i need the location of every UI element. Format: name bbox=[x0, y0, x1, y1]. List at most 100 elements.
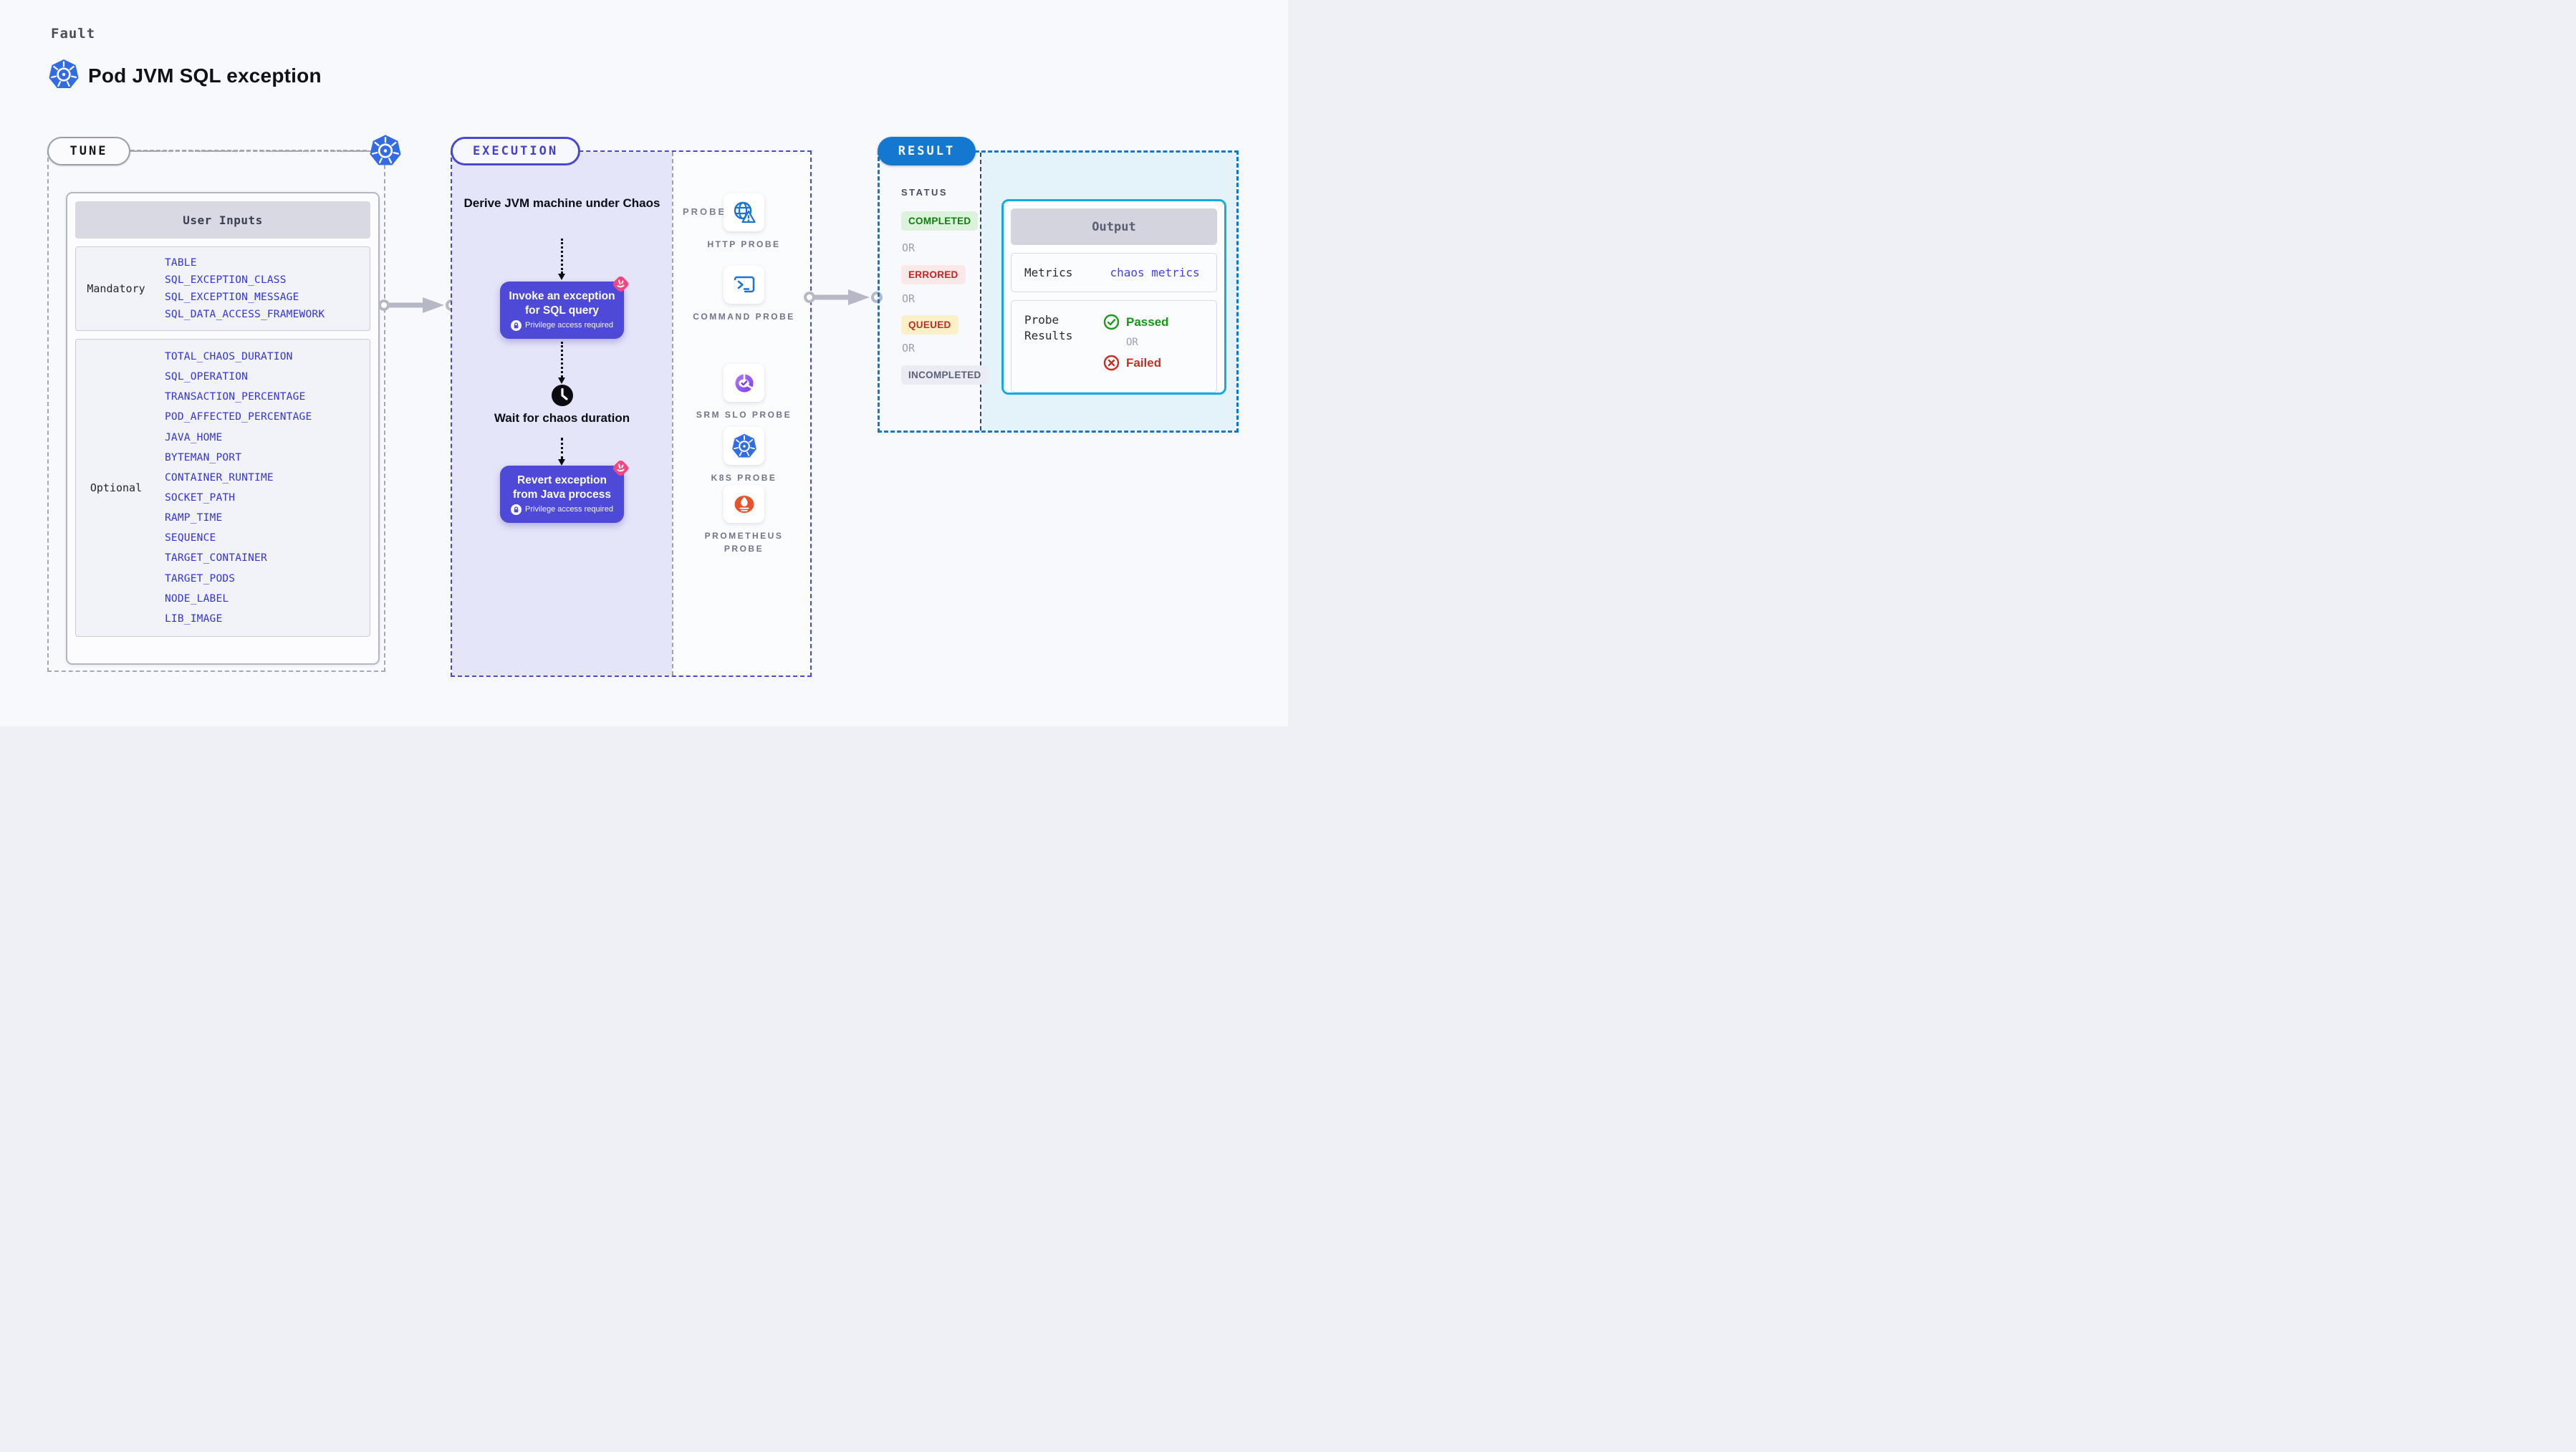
probe-tile bbox=[724, 266, 764, 304]
srm-slo-probe-icon bbox=[735, 373, 753, 392]
param-item: RAMP_TIME bbox=[165, 512, 223, 524]
optional-params-list: TOTAL_CHAOS_DURATION SQL_OPERATION TRANS… bbox=[156, 340, 370, 636]
probe-label: SRM SLO PROBE bbox=[696, 410, 792, 420]
clock-icon bbox=[552, 385, 573, 406]
status-title: STATUS bbox=[901, 187, 948, 198]
param-item: TABLE bbox=[165, 257, 197, 269]
probes-panel: PROBES HTTP PROBE bbox=[672, 152, 810, 675]
mandatory-label: Mandatory bbox=[87, 282, 145, 295]
probe-tile bbox=[724, 193, 764, 231]
param-item: TOTAL_CHAOS_DURATION bbox=[165, 351, 293, 363]
param-item: NODE_LABEL bbox=[165, 592, 229, 605]
param-item: SQL_OPERATION bbox=[165, 371, 249, 383]
passed-outcome: Passed bbox=[1103, 314, 1216, 330]
check-circle-icon bbox=[1103, 314, 1120, 330]
or-separator: OR bbox=[902, 342, 915, 355]
probe-http: HTTP PROBE bbox=[673, 193, 814, 251]
metrics-value: chaos metrics bbox=[1110, 266, 1200, 279]
execution-to-result-arrow bbox=[804, 289, 883, 305]
or-separator: OR bbox=[902, 241, 915, 254]
probe-k8s: K8S PROBE bbox=[673, 427, 814, 484]
revert-step-title: Revert exception from Java process bbox=[513, 474, 611, 501]
tune-connector-line bbox=[130, 150, 367, 152]
status-badge-queued: QUEUED bbox=[901, 315, 958, 335]
user-inputs-header: User Inputs bbox=[75, 201, 370, 239]
param-item: BYTEMAN_PORT bbox=[165, 451, 242, 463]
privilege-row: Privilege access required bbox=[511, 504, 613, 515]
execution-section-box: Derive JVM machine under Chaos Invoke an… bbox=[451, 150, 812, 677]
param-item: TARGET_CONTAINER bbox=[165, 552, 267, 564]
privilege-row: Privilege access required bbox=[511, 319, 613, 331]
param-item: SQL_EXCEPTION_MESSAGE bbox=[165, 292, 299, 303]
passed-label: Passed bbox=[1126, 314, 1169, 329]
probe-label: PROMETHEUS PROBE bbox=[704, 531, 784, 554]
revert-exception-step: Revert exception from Java process Privi… bbox=[500, 460, 629, 523]
privilege-text: Privilege access required bbox=[525, 321, 613, 330]
metrics-label: Metrics bbox=[1024, 266, 1073, 279]
tune-section-pill: TUNE bbox=[47, 137, 130, 165]
status-badge-errored: ERRORED bbox=[901, 265, 966, 284]
param-item: SQL_DATA_ACCESS_FRAMEWORK bbox=[165, 309, 325, 320]
invoke-step-title: Invoke an exception for SQL query bbox=[509, 290, 615, 317]
flow-down-arrow bbox=[558, 342, 565, 384]
chaos-badge-icon bbox=[612, 460, 629, 476]
probe-results-label: Probe Results bbox=[1024, 313, 1073, 343]
k8s-probe-icon bbox=[731, 433, 756, 458]
output-card: Output Metrics chaos metrics Probe Resul… bbox=[1001, 199, 1226, 395]
user-inputs-card: User Inputs Mandatory TABLE SQL_EXCEPTIO… bbox=[66, 192, 380, 665]
optional-params-group: Optional TOTAL_CHAOS_DURATION SQL_OPERAT… bbox=[75, 339, 370, 637]
param-item: TARGET_PODS bbox=[165, 572, 236, 585]
probe-tile bbox=[724, 485, 764, 523]
privilege-text: Privilege access required bbox=[525, 505, 613, 514]
probes-title: PROBES bbox=[683, 206, 735, 217]
wait-step-text: Wait for chaos duration bbox=[494, 411, 630, 425]
probe-tile bbox=[724, 427, 764, 465]
or-separator: OR bbox=[1126, 337, 1138, 348]
invoke-exception-step: Invoke an exception for SQL query Privil… bbox=[500, 276, 629, 339]
mandatory-params-list: TABLE SQL_EXCEPTION_CLASS SQL_EXCEPTION_… bbox=[156, 247, 370, 330]
kubernetes-icon bbox=[370, 135, 401, 165]
probe-label: COMMAND PROBE bbox=[693, 312, 795, 322]
lock-icon bbox=[511, 319, 522, 331]
param-item: TRANSACTION_PERCENTAGE bbox=[165, 391, 306, 403]
kubernetes-icon bbox=[49, 59, 79, 89]
lock-icon bbox=[511, 504, 522, 515]
http-probe-icon bbox=[734, 201, 756, 223]
param-item: SOCKET_PATH bbox=[165, 492, 236, 504]
probe-label: K8S PROBE bbox=[711, 473, 777, 483]
flow-down-arrow bbox=[558, 438, 565, 466]
param-item: JAVA_HOME bbox=[165, 431, 223, 443]
result-section-pill: RESULT bbox=[878, 137, 976, 165]
status-badge-incompleted: INCOMPLETED bbox=[901, 365, 989, 385]
prometheus-probe-icon bbox=[734, 495, 754, 513]
mandatory-params-group: Mandatory TABLE SQL_EXCEPTION_CLASS SQL_… bbox=[75, 246, 370, 331]
chaos-badge-icon bbox=[612, 276, 629, 292]
x-circle-icon bbox=[1103, 355, 1120, 371]
metrics-row: Metrics chaos metrics bbox=[1011, 253, 1217, 292]
param-item: LIB_IMAGE bbox=[165, 612, 223, 625]
probe-label: HTTP PROBE bbox=[707, 239, 781, 249]
page-title: Pod JVM SQL exception bbox=[88, 64, 322, 87]
fault-diagram: Fault Pod JVM SQL exception TUNE User In… bbox=[0, 0, 1288, 726]
probe-results-row: Probe Results Passed OR bbox=[1011, 300, 1217, 393]
probe-command: COMMAND PROBE bbox=[673, 266, 814, 323]
probe-results-outcomes: Passed OR Failed bbox=[1103, 312, 1216, 392]
probe-srm-slo: SRM SLO PROBE bbox=[673, 364, 814, 421]
command-probe-icon bbox=[734, 276, 754, 292]
probe-prometheus: PROMETHEUS PROBE bbox=[673, 485, 814, 555]
derive-step-text: Derive JVM machine under Chaos bbox=[463, 196, 660, 210]
flow-down-arrow bbox=[558, 239, 565, 280]
output-header: Output bbox=[1011, 208, 1217, 245]
param-item: SEQUENCE bbox=[165, 532, 216, 544]
param-item: CONTAINER_RUNTIME bbox=[165, 471, 274, 484]
param-item: SQL_EXCEPTION_CLASS bbox=[165, 274, 287, 286]
execution-flow-panel: Derive JVM machine under Chaos Invoke an… bbox=[452, 152, 672, 675]
fault-eyebrow: Fault bbox=[51, 26, 96, 42]
execution-section-pill: EXECUTION bbox=[451, 137, 580, 165]
status-badge-completed: COMPLETED bbox=[901, 211, 979, 231]
param-item: POD_AFFECTED_PERCENTAGE bbox=[165, 411, 312, 423]
result-section-box: STATUS COMPLETED OR ERRORED OR QUEUED OR… bbox=[878, 150, 1239, 433]
failed-label: Failed bbox=[1126, 355, 1162, 370]
probe-tile bbox=[724, 364, 764, 402]
failed-outcome: Failed bbox=[1103, 355, 1216, 371]
